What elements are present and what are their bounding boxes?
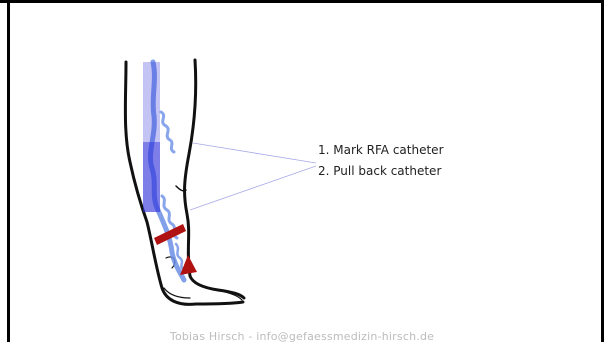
treated-segment-lower (143, 142, 160, 212)
leg-front-contour (185, 60, 244, 298)
steps-list: 1. Mark RFA catheter 2. Pull back cathet… (318, 140, 444, 182)
vein-tortuous-branch-upper (161, 112, 174, 152)
footer-credit: Tobias Hirsch - info@gefaessmedizin-hirs… (0, 330, 604, 343)
callout-lines (190, 143, 316, 210)
step-pull-back-catheter: 2. Pull back catheter (318, 161, 444, 182)
step-mark-rfa-catheter: 1. Mark RFA catheter (318, 140, 444, 161)
callout-line-top (193, 143, 316, 163)
callout-line-bottom (190, 166, 316, 210)
